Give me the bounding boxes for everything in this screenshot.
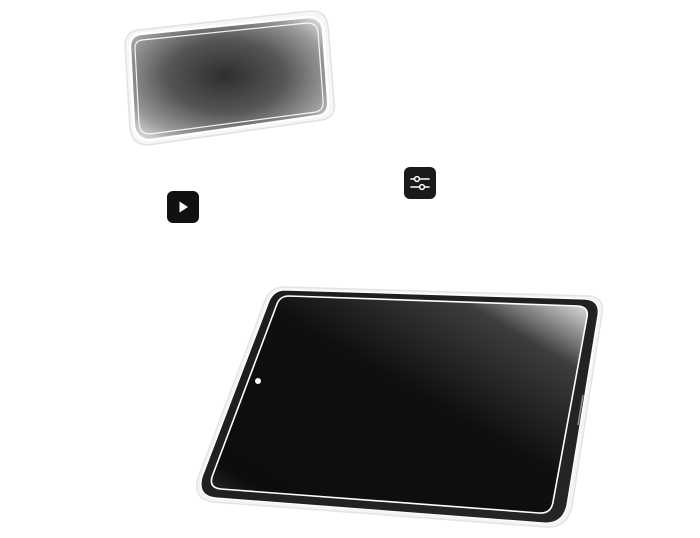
tablet-camera bbox=[255, 378, 261, 384]
tablet-device bbox=[196, 286, 604, 528]
play-icon[interactable] bbox=[167, 191, 199, 223]
play-glyph bbox=[179, 201, 188, 213]
phone-device bbox=[124, 10, 336, 146]
sliders-glyph bbox=[410, 175, 430, 191]
sliders-icon[interactable] bbox=[404, 167, 436, 199]
